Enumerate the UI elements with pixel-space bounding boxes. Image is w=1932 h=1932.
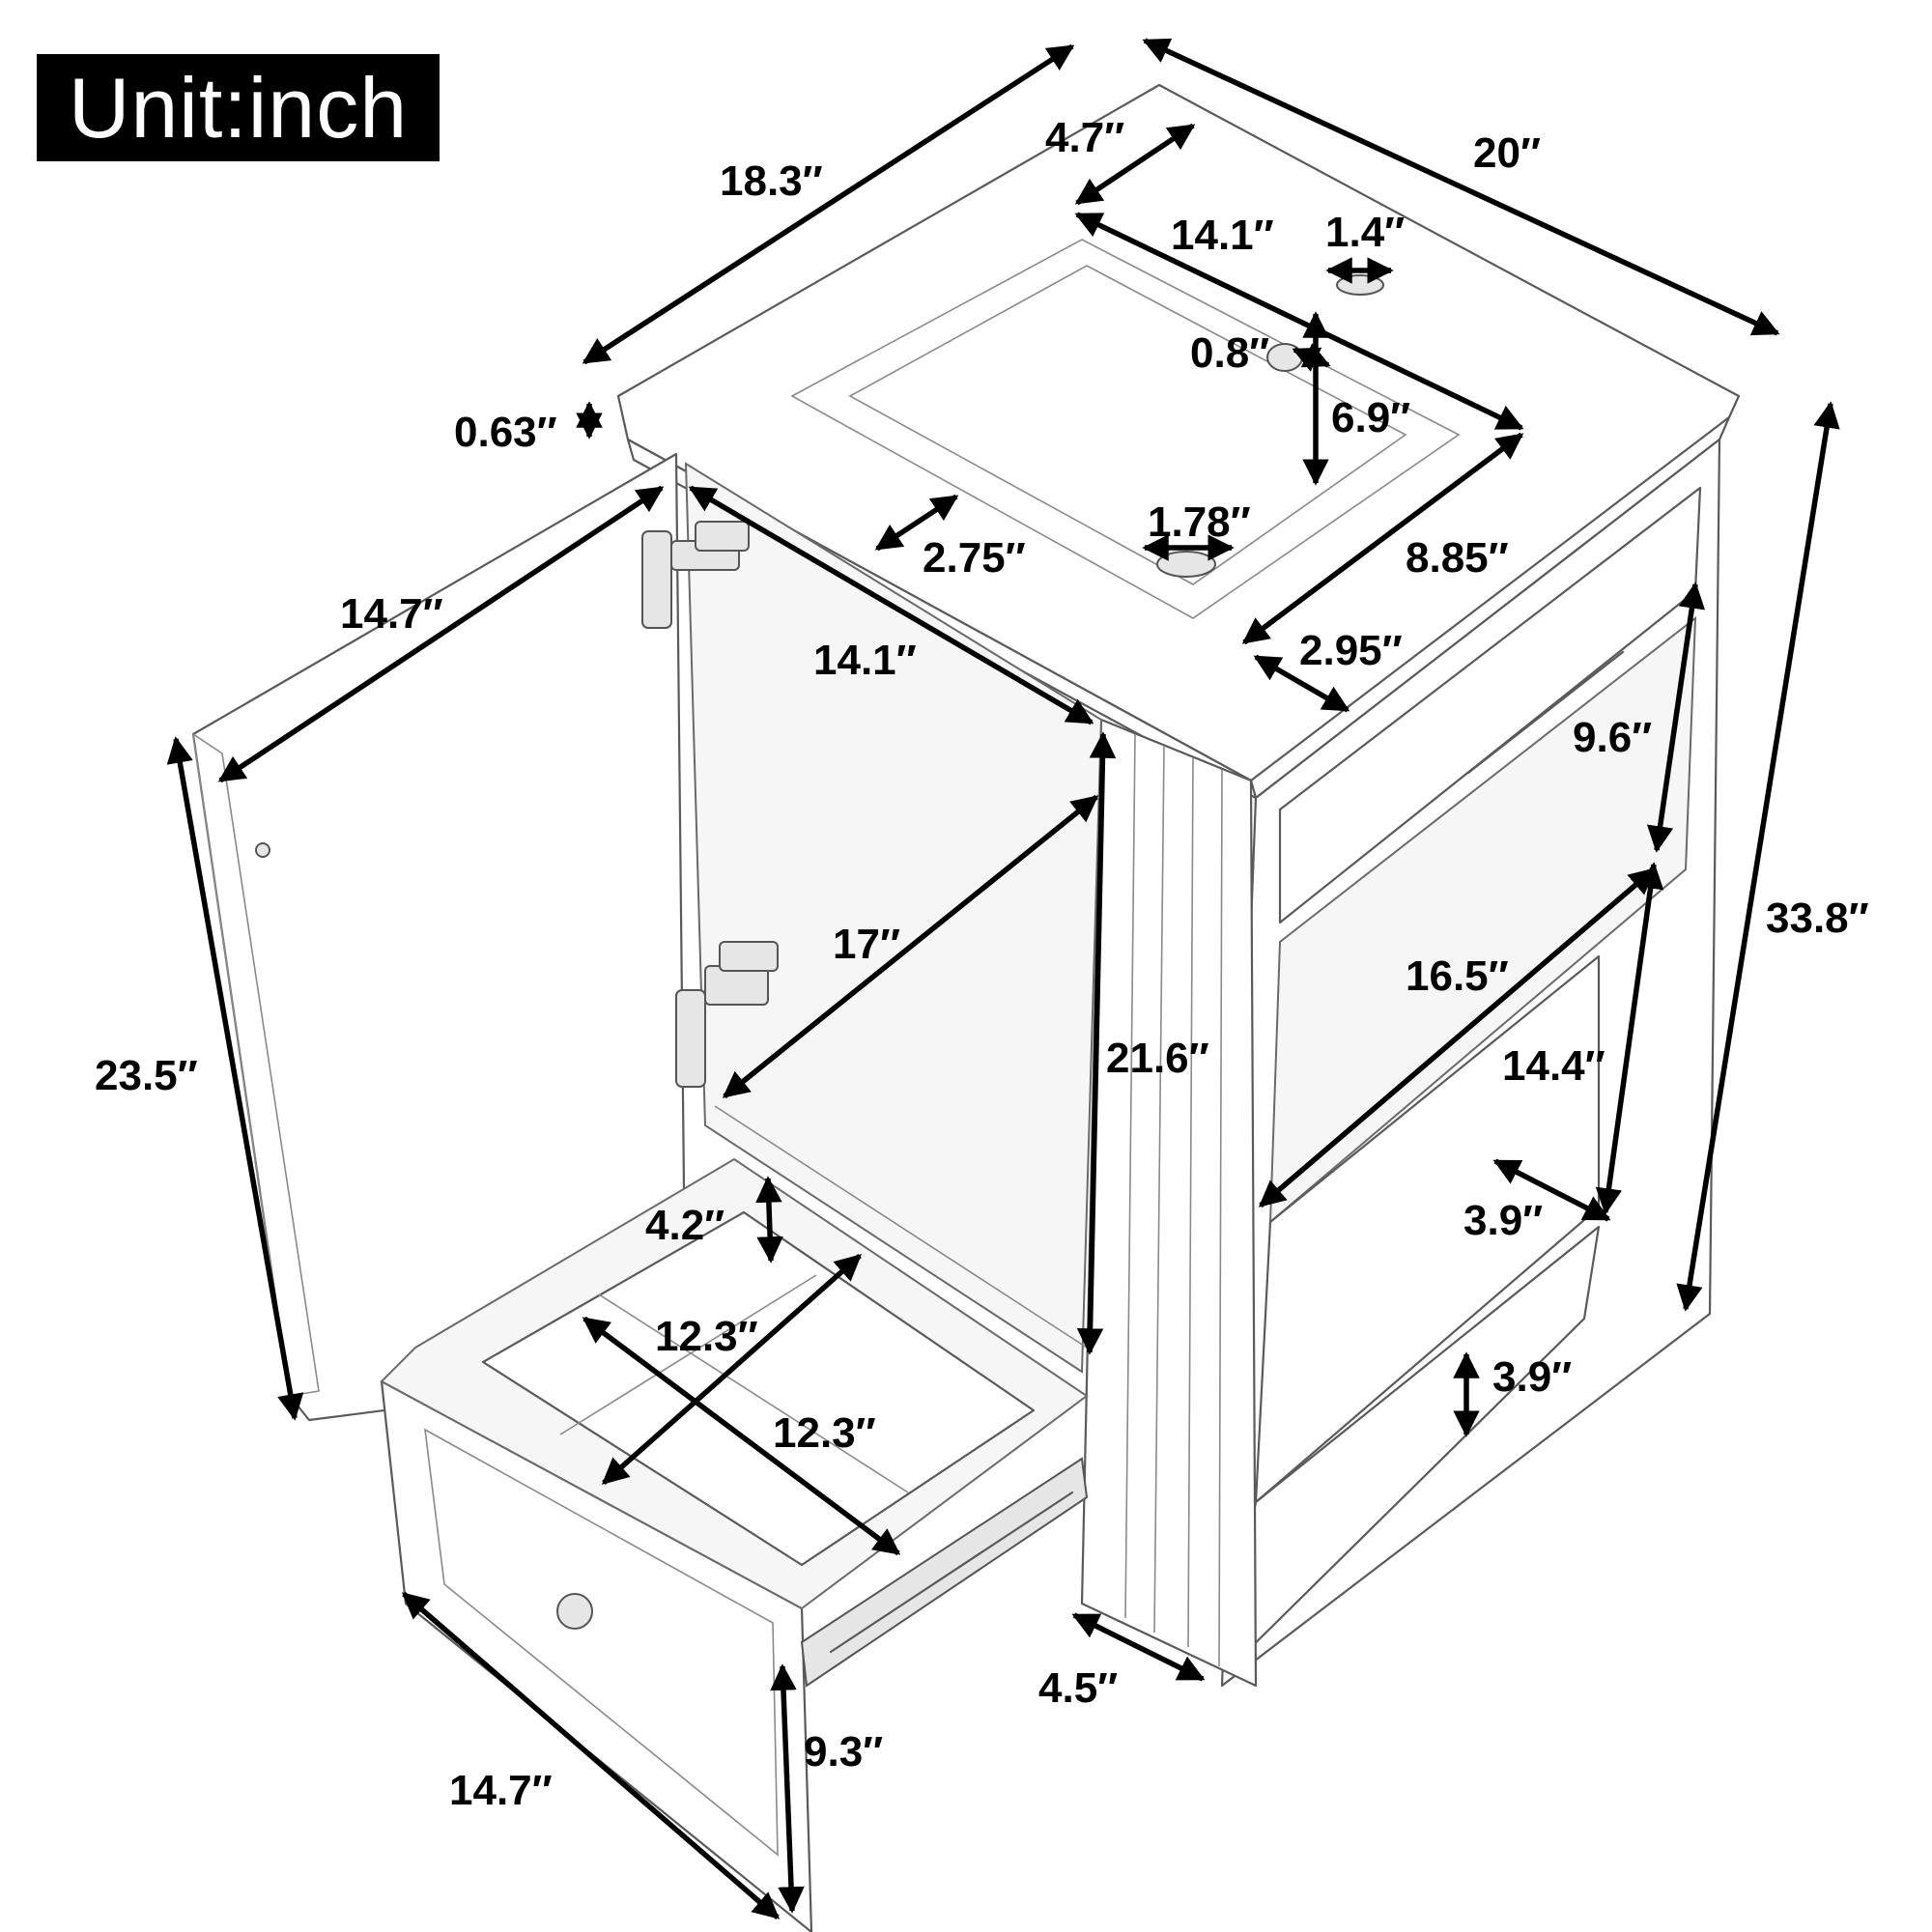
dim-line-cabinet-inner-width xyxy=(688,485,1094,725)
label-back-margin: 2.75″ xyxy=(923,534,1026,582)
faucet-hole-icon xyxy=(1336,274,1384,296)
label-pilaster-width: 4.5″ xyxy=(1038,1664,1118,1712)
dim-line-basin-front-width xyxy=(1241,432,1524,645)
drain-hole-icon xyxy=(1156,551,1216,578)
label-basin-depth: 6.9″ xyxy=(1331,394,1410,441)
label-basin-width: 14.1″ xyxy=(1171,212,1274,259)
label-front-margin: 2.95″ xyxy=(1299,627,1403,674)
drawer-slide xyxy=(800,1457,1089,1688)
dim-line-shelf-height xyxy=(1595,862,1664,1215)
label-drawer-inner-depth: 12.3″ xyxy=(655,1313,758,1360)
dim-line-inner-depth xyxy=(722,794,1099,1099)
dim-line-side-gap xyxy=(1492,1158,1611,1222)
label-base-height: 3.9″ xyxy=(1492,1353,1572,1401)
label-top-width: 20″ xyxy=(1473,129,1541,177)
dim-line-top-depth xyxy=(582,43,1075,365)
dim-line-overflow-hole xyxy=(1292,343,1331,372)
label-drawer-width: 14.7″ xyxy=(449,1767,553,1814)
dim-line-drawer-inner-height xyxy=(755,1176,783,1264)
dim-line-pilaster-width xyxy=(1071,1612,1206,1682)
label-side-gap: 3.9″ xyxy=(1463,1197,1543,1244)
label-drawer-front-height: 9.3″ xyxy=(804,1728,883,1776)
dimension-labels: 18.3″ 20″ 4.7″ 14.1″ 1.4″ 0.8″ 6.9″ 0.63… xyxy=(95,114,1869,1814)
dim-line-drawer-inner-width xyxy=(582,1316,901,1556)
unit-label: Unit:inch xyxy=(68,59,409,156)
label-total-height: 33.8″ xyxy=(1766,895,1869,942)
label-cabinet-height: 21.6″ xyxy=(1106,1035,1209,1082)
label-faucet-hole: 1.4″ xyxy=(1325,209,1405,256)
dim-line-drawer-front-height xyxy=(770,1663,805,1914)
label-shelf-height: 14.4″ xyxy=(1502,1042,1605,1090)
dim-line-top-width xyxy=(1142,38,1780,336)
label-shelf-depth: 16.5″ xyxy=(1406,952,1509,1000)
dim-line-faucet-offset xyxy=(1074,123,1196,206)
label-top-depth: 18.3″ xyxy=(720,157,823,205)
drawer-knob-icon xyxy=(556,1593,593,1630)
dim-line-shelf-depth xyxy=(1258,867,1657,1208)
dim-line-cabinet-height xyxy=(1076,731,1117,1355)
label-top-thickness: 0.63″ xyxy=(454,409,557,456)
label-cabinet-inner-width: 14.1″ xyxy=(813,637,917,684)
label-drawer-inner-width: 12.3″ xyxy=(773,1409,876,1457)
label-door-height: 23.5″ xyxy=(95,1052,198,1099)
label-overflow-hole: 0.8″ xyxy=(1190,329,1269,377)
cabinet-illustration xyxy=(191,83,1741,1932)
dim-line-front-margin xyxy=(1253,654,1350,713)
door-screw xyxy=(255,842,270,858)
label-basin-front-width: 8.85″ xyxy=(1406,534,1509,582)
dim-line-basin-width xyxy=(1074,212,1524,431)
dimension-lines xyxy=(166,38,1840,1920)
label-inner-depth: 17″ xyxy=(833,921,900,968)
label-door-width: 14.7″ xyxy=(340,590,443,638)
dim-line-total-height xyxy=(1676,401,1840,1312)
dim-line-drawer-width xyxy=(401,1591,781,1920)
side-drawer-handle xyxy=(1466,650,1625,775)
front-pilaster xyxy=(1080,718,1258,1688)
label-faucet-offset: 4.7″ xyxy=(1045,114,1124,161)
label-drain-hole: 1.78″ xyxy=(1148,498,1251,546)
dim-line-door-width xyxy=(217,485,665,783)
unit-badge: Unit:inch xyxy=(37,54,440,161)
label-side-drawer-height: 9.6″ xyxy=(1573,714,1652,761)
label-drawer-inner-height: 4.2″ xyxy=(645,1202,724,1249)
dim-line-door-height xyxy=(166,736,304,1421)
